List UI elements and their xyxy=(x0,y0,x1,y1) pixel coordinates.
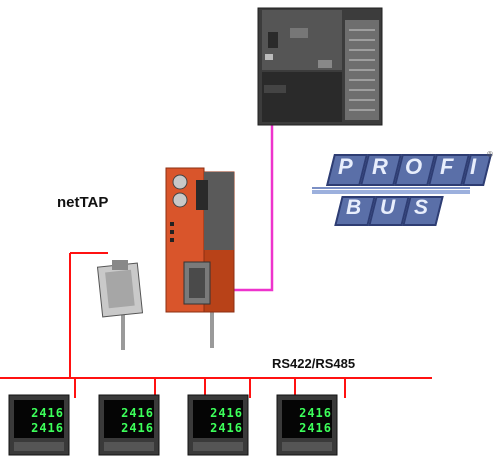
controller-3: 2416 2416 xyxy=(187,394,249,456)
controller-display-top: 2416 xyxy=(210,406,243,420)
dsub-connector xyxy=(96,260,144,318)
bus-label: RS422/RS485 xyxy=(272,356,356,371)
profibus-letter-s: S xyxy=(414,196,429,219)
controller-display-bottom: 2416 xyxy=(299,421,332,435)
nettap-gateway xyxy=(165,167,235,313)
profibus-letter-p: P xyxy=(338,154,353,179)
controller-display-top: 2416 xyxy=(121,406,154,420)
plc-device xyxy=(257,7,383,126)
controller-body xyxy=(187,394,249,456)
nettap-label: netTAP xyxy=(57,194,109,211)
controller-body xyxy=(8,394,70,456)
controller-display-top: 2416 xyxy=(299,406,332,420)
profibus-letter-i: I xyxy=(470,154,477,179)
registered-mark: ® xyxy=(487,150,493,159)
controller-1: 2416 2416 xyxy=(8,394,70,456)
grey-cables xyxy=(121,312,214,350)
controller-display-bottom: 2416 xyxy=(121,421,154,435)
profibus-letter-b: B xyxy=(346,196,362,219)
profibus-letter-o: O xyxy=(405,154,423,179)
controller-body xyxy=(276,394,338,456)
profibus-letter-r: R xyxy=(372,154,388,179)
profibus-letter-u: U xyxy=(380,196,396,219)
controller-display-bottom: 2416 xyxy=(31,421,64,435)
serial-bus-line xyxy=(0,252,432,398)
controller-2: 2416 2416 xyxy=(98,394,160,456)
profibus-logo xyxy=(312,187,470,194)
controller-body xyxy=(98,394,160,456)
controller-4: 2416 2416 xyxy=(276,394,338,456)
controller-display-bottom: 2416 xyxy=(210,421,243,435)
controller-display-top: 2416 xyxy=(31,406,64,420)
profibus-letter-f: F xyxy=(440,154,454,179)
